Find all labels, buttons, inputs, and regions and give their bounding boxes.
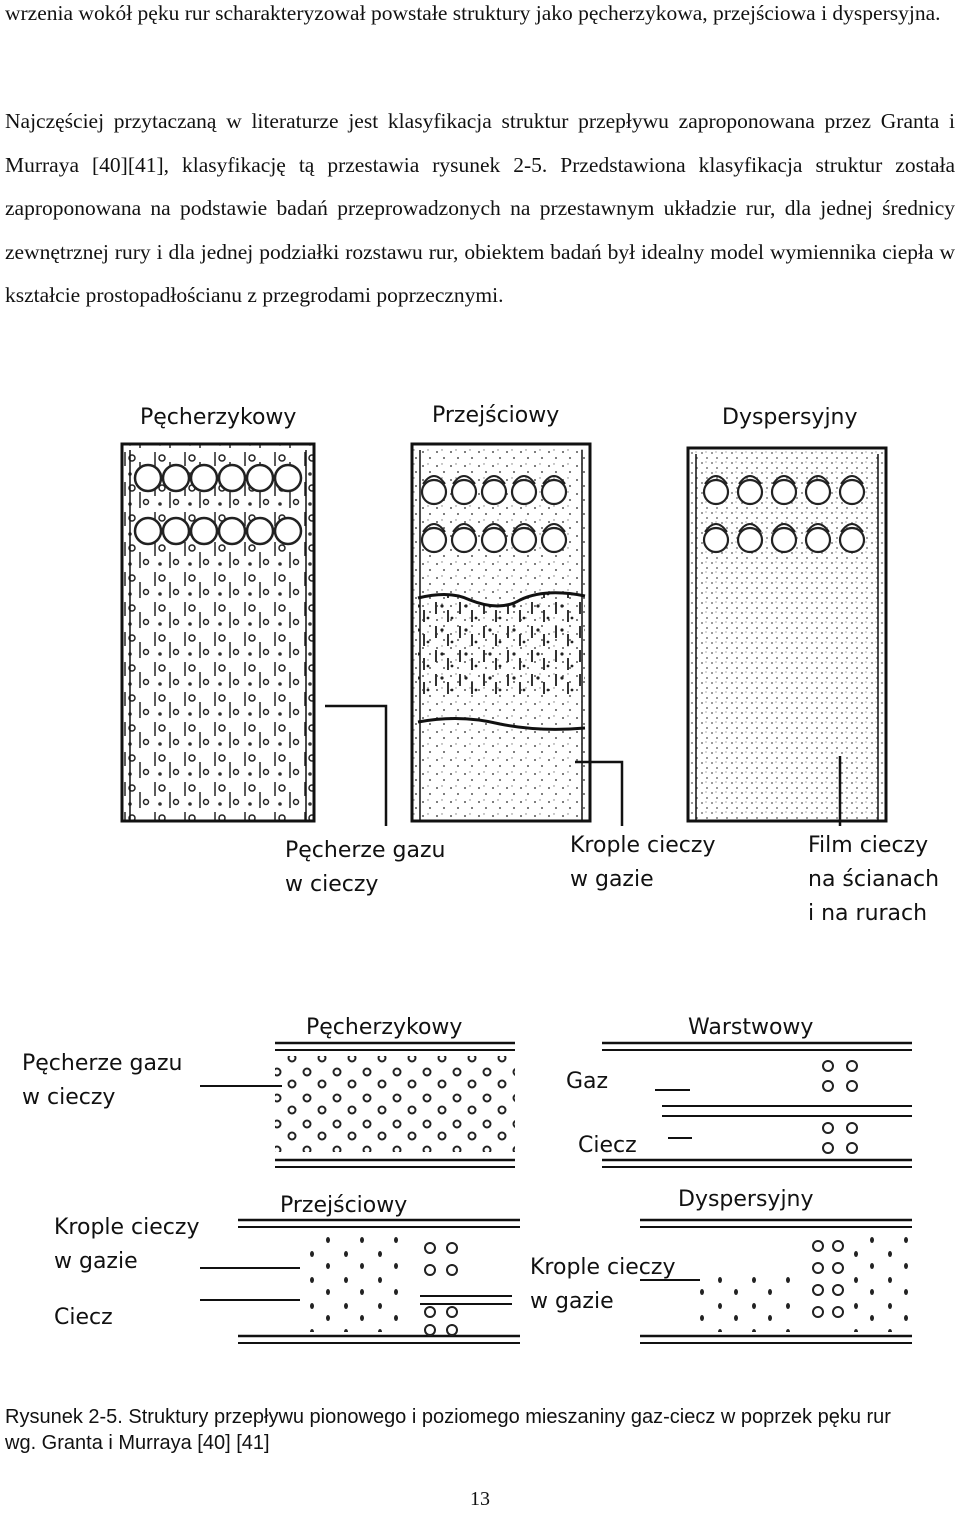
horizontal-leader-lines [200, 1085, 700, 1301]
horizontal-stratified-title: Warstwowy [688, 1015, 813, 1040]
label-liquid-drops-line2: w gazie [570, 867, 654, 892]
horizontal-dispersed-panel [640, 1218, 912, 1344]
h-label-gas-bubbles-line2: w cieczy [22, 1085, 115, 1110]
page-number: 13 [470, 1488, 490, 1510]
horizontal-bubbly-title: Pęcherzykowy [306, 1015, 462, 1040]
caption-line-1: Rysunek 2-5. Struktury przepływu pionowe… [5, 1406, 891, 1428]
vertical-dispersed-panel [686, 446, 888, 823]
label-gas-bubbles-line1: Pęcherze gazu [285, 838, 445, 863]
figure-caption: Rysunek 2-5. Struktury przepływu pionowe… [5, 1404, 955, 1456]
h-label-liquid-drops-line1: Krople cieczy [54, 1215, 199, 1240]
horizontal-stratified-panel [602, 1041, 912, 1168]
h-label-gas: Gaz [566, 1069, 608, 1094]
paragraph-2: Najczęściej przytaczaną w literaturze je… [5, 109, 955, 307]
horizontal-dispersed-title: Dyspersyjny [678, 1187, 814, 1212]
flow-structures-figure: Pęcherzykowy Przejściowy Dyspersyjny [22, 403, 939, 1344]
horizontal-bubbly-panel [275, 1041, 515, 1168]
label-liquid-film-line2: na ścianach [808, 867, 939, 892]
label-liquid-film-line1: Film cieczy [808, 833, 928, 858]
vertical-dispersed-title: Dyspersyjny [722, 405, 858, 430]
label-gas-bubbles-line2: w cieczy [285, 872, 378, 897]
vertical-transition-panel [410, 442, 592, 823]
h-label-liquid-drops2-line2: w gazie [530, 1289, 614, 1314]
h-label-gas-bubbles-line1: Pęcherze gazu [22, 1051, 182, 1076]
vertical-transition-title: Przejściowy [432, 403, 559, 428]
h-label-liquid-drops-line2: w gazie [54, 1249, 138, 1274]
vertical-bubbly-title: Pęcherzykowy [140, 405, 296, 430]
paragraph-1: wrzenia wokół pęku rur scharakteryzował … [5, 1, 941, 25]
horizontal-transition-panel [238, 1218, 520, 1344]
label-liquid-film-line3: i na rurach [808, 901, 927, 926]
caption-line-2: wg. Granta i Murraya [40] [41] [5, 1432, 270, 1454]
vertical-bubbly-panel [120, 442, 316, 823]
h-label-liquid-2: Ciecz [54, 1305, 113, 1330]
h-label-liquid-drops2-line1: Krople cieczy [530, 1255, 675, 1280]
horizontal-transition-title: Przejściowy [280, 1193, 407, 1218]
vertical-leader-lines [325, 704, 842, 826]
label-liquid-drops-line1: Krople cieczy [570, 833, 715, 858]
h-label-liquid: Ciecz [578, 1133, 637, 1158]
